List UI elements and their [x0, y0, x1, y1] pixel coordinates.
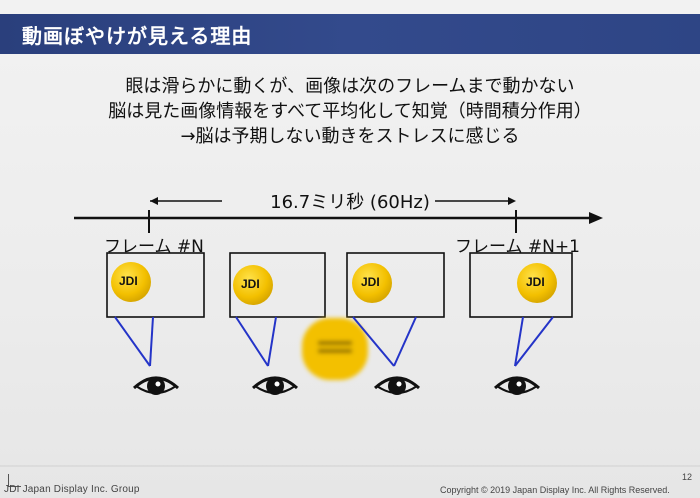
body-line-1: 眼は滑らかに動くが、画像は次のフレームまで動かない [125, 76, 575, 97]
timeline-arrow-icon [74, 212, 603, 224]
eye-icon [132, 376, 180, 395]
body-line-2: 脳は見た画像情報をすべて平均化して知覚（時間積分作用） [108, 101, 592, 122]
footer-company: JDI Japan Display Inc. Group [4, 484, 140, 495]
frame-box-1 [106, 252, 205, 318]
frame-box-4 [469, 252, 573, 318]
jdi-logo-icon [352, 263, 392, 303]
frame-box-2 [229, 252, 326, 318]
jdi-logo-icon [517, 263, 557, 303]
body-line-3: →脳は予期しない動きをストレスに感じる [180, 126, 520, 147]
page-number: 12 [682, 472, 693, 482]
frame-box-3 [346, 252, 445, 318]
eye-icon [493, 376, 541, 395]
title-bar: 動画ぼやけが見える理由 [0, 14, 700, 54]
frame-end-label: フレーム #N+1 [455, 237, 580, 257]
jdi-logo-icon [111, 262, 151, 302]
duration-label: 16.7ミリ秒 (60Hz) [270, 192, 430, 213]
slide-title: 動画ぼやけが見える理由 [22, 24, 253, 48]
footer-logo-mark [8, 474, 21, 487]
footer-copyright: Copyright © 2019 Japan Display Inc. All … [440, 485, 670, 495]
duration-bracket [150, 197, 516, 205]
eye-icon [251, 376, 299, 395]
frame-start-label: フレーム #N [104, 237, 204, 257]
eye-icon [373, 376, 421, 395]
sight-lines [114, 316, 554, 367]
jdi-logo-icon [233, 265, 273, 305]
body-text: 眼は滑らかに動くが、画像は次のフレームまで動かない 脳は見た画像情報をすべて平均… [0, 74, 700, 149]
blurred-logo-icon [302, 318, 368, 380]
